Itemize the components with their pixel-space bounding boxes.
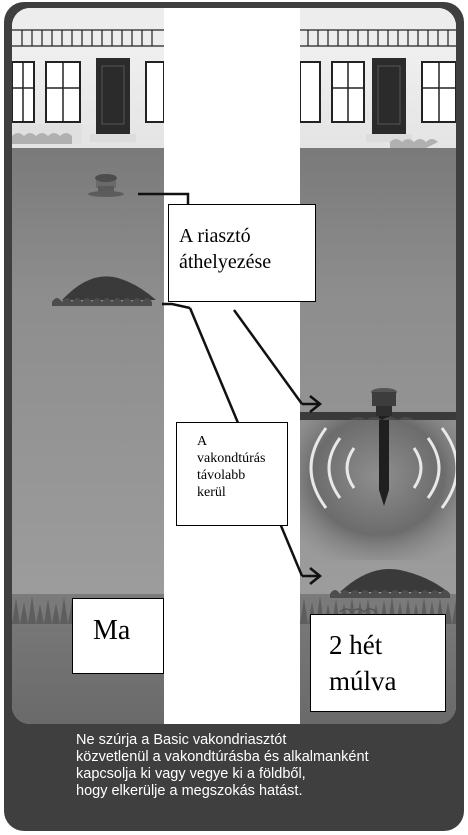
- label-molehill-moves: A vakondtúrás távolabb kerül: [176, 422, 288, 526]
- label-molehill-line-3: távolabb: [197, 468, 246, 483]
- label-today-text: Ma: [93, 615, 131, 646]
- label-molehill-line-4: kerül: [197, 485, 226, 500]
- caption-line-2: közvetlenül a vakondtúrásba és alkalmank…: [76, 749, 369, 765]
- center-divider: [164, 8, 300, 724]
- repeller-device-left: [88, 174, 124, 197]
- label-relocate-repeller: A riasztó áthelyezése: [168, 204, 316, 302]
- label-today: Ma: [72, 598, 164, 674]
- arrow-head-icon: [309, 395, 323, 585]
- label-two-weeks: 2 hét múlva: [310, 614, 446, 712]
- molehill-left: [52, 276, 156, 306]
- label-relocate-line-2: áthelyezése: [179, 251, 272, 273]
- caption-line-3: kapcsolja ki vagy vegye ki a földből,: [76, 766, 306, 782]
- label-molehill-line-1: A: [197, 434, 208, 449]
- house-facade-left: [12, 8, 164, 148]
- label-molehill-line-2: vakondtúrás: [197, 451, 266, 466]
- repeller-device-right: [350, 388, 414, 506]
- caption-line-4: hogy elkerülje a megszokás hatást.: [76, 783, 303, 799]
- label-two-weeks-line-1: 2 hét: [329, 630, 383, 660]
- infographic-card: A riasztó áthelyezése A vakondtúrás távo…: [4, 2, 464, 831]
- caption-line-1: Ne szúrja a Basic vakondriasztót: [76, 732, 287, 748]
- vibration-waves-icon: [309, 427, 456, 509]
- scene: A riasztó áthelyezése A vakondtúrás távo…: [12, 8, 456, 724]
- instruction-caption: Ne szúrja a Basic vakondriasztót közvetl…: [76, 732, 436, 800]
- molehill-right: [330, 568, 450, 614]
- label-relocate-line-1: A riasztó: [179, 225, 251, 247]
- label-two-weeks-line-2: múlva: [329, 666, 397, 696]
- house-facade-right: [300, 8, 456, 148]
